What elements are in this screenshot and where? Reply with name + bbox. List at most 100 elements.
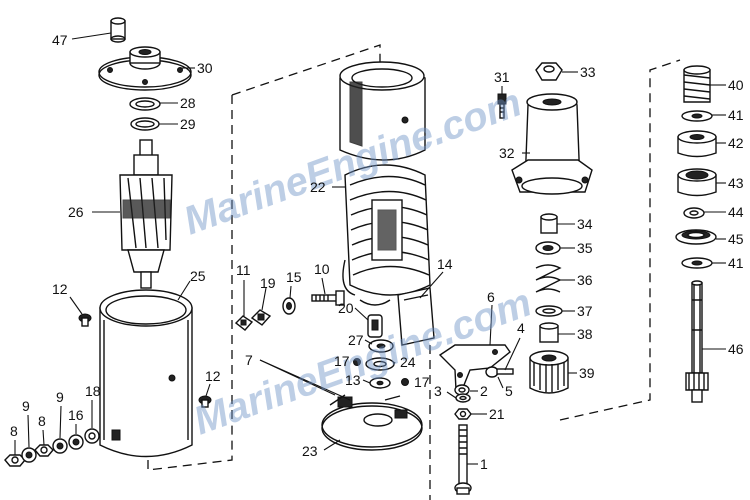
pole-shoe (339, 61, 426, 161)
part-40-spring (683, 65, 711, 103)
label-8-right: 8 (38, 413, 46, 429)
part-1-through-bolt (454, 424, 472, 495)
part-30-end-cap (98, 46, 192, 91)
part-37-washer (535, 305, 563, 317)
label-18: 18 (85, 383, 101, 399)
part-19-insulator (250, 309, 272, 326)
label-41-top: 41 (728, 107, 744, 123)
label-28: 28 (180, 95, 196, 111)
leader-lines (14, 32, 726, 465)
label-42: 42 (728, 135, 744, 151)
label-23: 23 (302, 443, 318, 459)
part-42-cup (677, 130, 717, 158)
label-24: 24 (400, 354, 416, 370)
label-11: 11 (236, 262, 251, 278)
label-1: 1 (480, 456, 488, 472)
part-36-spring (535, 264, 562, 293)
label-29: 29 (180, 116, 196, 132)
label-4: 4 (517, 320, 525, 336)
label-8-left: 8 (10, 423, 18, 439)
label-38: 38 (577, 326, 593, 342)
label-40: 40 (728, 77, 744, 93)
part-32-drive-housing (511, 93, 593, 195)
part-17-screw-right (401, 378, 409, 386)
label-44: 44 (728, 204, 744, 220)
label-13: 13 (345, 372, 361, 388)
label-17-right: 17 (414, 374, 430, 390)
label-45: 45 (728, 231, 744, 247)
part-25-housing (99, 289, 193, 458)
part-35-collar (535, 241, 561, 255)
part-34-bushing (540, 213, 558, 234)
label-14: 14 (437, 256, 453, 272)
part-labels: 47 30 28 29 26 25 12 12 8 9 8 9 16 18 11… (10, 32, 744, 472)
label-10: 10 (314, 261, 330, 277)
label-7: 7 (245, 352, 253, 368)
assembly-group-outlines (147, 44, 681, 500)
part-11-insulator (234, 315, 254, 331)
part-28-washer (129, 97, 161, 111)
part-41-washer-top (681, 110, 713, 122)
part-10-bolt (311, 290, 345, 306)
label-35: 35 (577, 240, 593, 256)
part-29-washer (130, 117, 160, 131)
label-37: 37 (577, 303, 593, 319)
label-30: 30 (197, 60, 213, 76)
label-17-left: 17 (334, 353, 350, 369)
label-20: 20 (338, 300, 354, 316)
part-47-bushing (110, 17, 126, 43)
label-9-left: 9 (22, 398, 30, 414)
part-23-end-plate (321, 394, 423, 451)
label-21: 21 (489, 406, 505, 422)
label-34: 34 (577, 216, 593, 232)
part-39-pinion-gear (529, 350, 569, 394)
label-32: 32 (499, 145, 515, 161)
part-12-screw-right (198, 395, 212, 408)
part-45-ring (675, 229, 717, 245)
part-5-screw (485, 366, 514, 378)
label-16: 16 (68, 407, 84, 423)
label-47: 47 (52, 32, 68, 48)
part-17-screw-left (353, 358, 361, 366)
label-41-bottom: 41 (728, 255, 744, 271)
part-6-bracket (438, 344, 511, 391)
label-19: 19 (260, 275, 276, 291)
part-44-washer (683, 207, 705, 219)
part-18-washer (84, 428, 100, 444)
part-31-screw (497, 93, 507, 119)
part-33-nut (535, 62, 563, 81)
label-27: 27 (348, 332, 364, 348)
part-43-collar (677, 168, 717, 197)
label-2: 2 (480, 383, 488, 399)
part-26-armature (119, 139, 173, 289)
part-8-nut-right (34, 444, 54, 457)
label-31: 31 (494, 69, 510, 85)
part-15-washer (282, 297, 296, 315)
label-43: 43 (728, 175, 744, 191)
label-22: 22 (310, 179, 326, 195)
part-2-washer (454, 384, 470, 396)
part-38-sleeve (539, 322, 559, 343)
label-25: 25 (190, 268, 206, 284)
label-46: 46 (728, 341, 744, 357)
label-33: 33 (580, 64, 596, 80)
label-5: 5 (505, 383, 513, 399)
part-27-washer (368, 339, 394, 353)
part-22-field-coil (342, 164, 431, 296)
part-9-washer-left (21, 447, 37, 463)
part-14-brush-plate (397, 287, 435, 346)
label-26: 26 (68, 204, 84, 220)
label-9-right: 9 (56, 389, 64, 405)
label-3: 3 (434, 383, 442, 399)
label-12-left: 12 (52, 281, 68, 297)
part-41-washer-bottom (681, 257, 713, 269)
part-9-washer-right (52, 438, 68, 454)
label-6: 6 (487, 289, 495, 305)
part-12-screw-left (78, 313, 92, 327)
part-21-nut (454, 408, 472, 420)
label-15: 15 (286, 269, 302, 285)
part-46-drive-shaft (685, 280, 709, 403)
label-39: 39 (579, 365, 595, 381)
part-3-washer (455, 393, 471, 403)
